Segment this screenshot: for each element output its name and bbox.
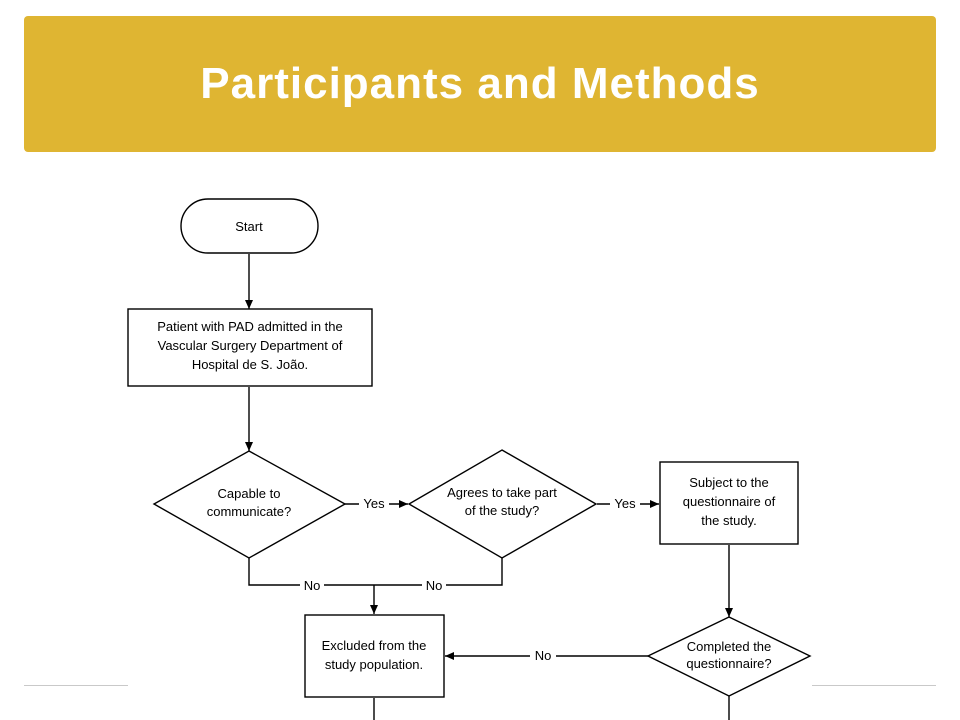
excluded-box: [304, 614, 445, 698]
yes1-label: Yes: [363, 496, 385, 511]
questionnaire-line-2: questionnaire of: [683, 494, 776, 509]
completed-line-1: Completed the: [687, 639, 772, 654]
capable-line-2: communicate?: [207, 504, 292, 519]
no3-label-bg: [530, 647, 556, 664]
admitted-node: Patient with PAD admitted in the Vascula…: [127, 308, 373, 387]
yes2-label: Yes: [614, 496, 636, 511]
admitted-box: [127, 308, 373, 387]
capable-decision: Capable to communicate?: [152, 450, 347, 559]
start-terminator: [180, 198, 319, 254]
agrees-decision: Agrees to take part of the study?: [407, 449, 598, 559]
agrees-diamond: [407, 449, 598, 559]
excluded-node: Excluded from the study population.: [304, 614, 445, 698]
admitted-line-3: Hospital de S. João.: [192, 357, 308, 372]
excluded-line-1: Excluded from the: [322, 638, 427, 653]
left-divider: [24, 685, 128, 686]
questionnaire-node: Subject to the questionnaire of the stud…: [659, 461, 799, 545]
no3-label: No: [535, 648, 552, 663]
capable-line-1: Capable to: [218, 486, 281, 501]
questionnaire-line-1: Subject to the: [689, 475, 769, 490]
start-node: Start: [180, 198, 319, 254]
admitted-line-1: Patient with PAD admitted in the: [157, 319, 342, 334]
excluded-line-2: study population.: [325, 657, 423, 672]
no2-label: No: [426, 578, 443, 593]
connector-agrees-no: [374, 558, 503, 586]
yes2-label-bg: [610, 495, 640, 512]
yes1-label-bg: [359, 495, 389, 512]
completed-decision: Completed the questionnaire?: [646, 616, 812, 697]
completed-diamond: [646, 616, 812, 697]
agrees-line-1: Agrees to take part: [447, 485, 557, 500]
right-divider: [812, 685, 936, 686]
no1-label: No: [304, 578, 321, 593]
agrees-line-2: of the study?: [465, 503, 539, 518]
no2-label-bg: [422, 577, 446, 594]
questionnaire-box: [659, 461, 799, 545]
capable-diamond: [152, 450, 347, 559]
title-bar: Participants and Methods: [24, 16, 936, 152]
connector-capable-no: [248, 558, 374, 586]
no1-label-bg: [300, 577, 324, 594]
completed-line-2: questionnaire?: [686, 656, 771, 671]
questionnaire-line-3: the study.: [701, 513, 756, 528]
start-label: Start: [235, 219, 263, 234]
slide-title: Participants and Methods: [200, 59, 760, 108]
admitted-line-2: Vascular Surgery Department of: [158, 338, 343, 353]
